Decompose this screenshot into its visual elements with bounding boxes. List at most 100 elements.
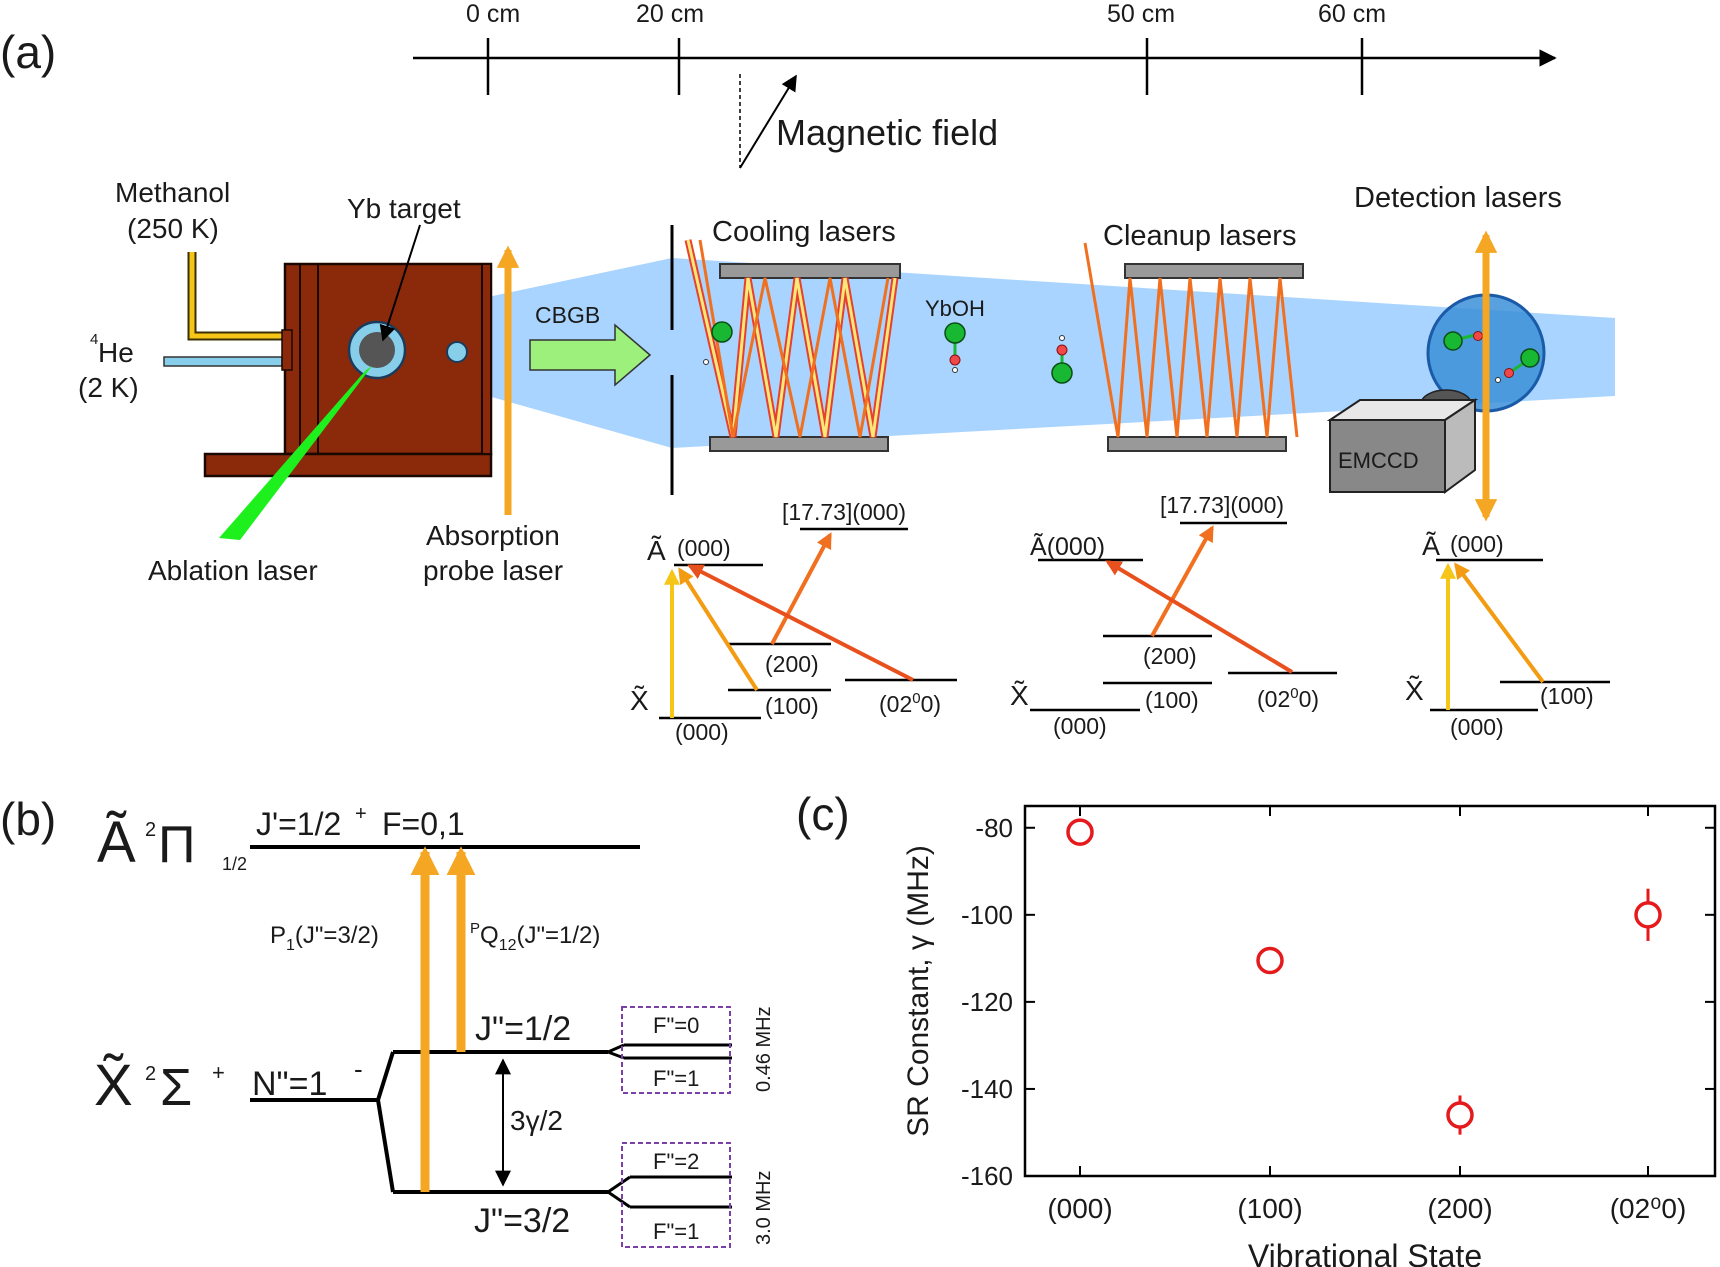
F1b-label: F"=1 (653, 1219, 699, 1244)
ablation-laser-label: Ablation laser (148, 555, 318, 586)
cooling-X200: (200) (765, 651, 819, 677)
cleanup-label: Cleanup lasers (1103, 220, 1296, 252)
J12-label: J"=1/2 (475, 1010, 571, 1048)
F1a-label: F"=1 (653, 1066, 699, 1091)
upper-level-plus: + (355, 803, 367, 825)
level-diagram-detection (1430, 558, 1610, 712)
cooling-X100: (100) (765, 693, 819, 719)
cbgb-label: CBGB (535, 302, 600, 328)
y-tick-label: -140 (961, 1074, 1013, 1104)
he-temp: (2 K) (78, 372, 139, 403)
tick-50cm: 50 cm (1107, 0, 1175, 28)
cooling-A-symbol: Ã (647, 535, 666, 566)
x-tick-label: (000) (1047, 1193, 1112, 1224)
A-state-pi: Π (158, 816, 196, 874)
magnetic-field-label: Magnetic field (776, 112, 998, 153)
yb-target-disk (359, 332, 395, 368)
J32-label: J"=3/2 (474, 1202, 570, 1240)
level-diagram-cleanup (1030, 521, 1337, 712)
X-state-plus: + (212, 1060, 225, 1085)
emccd-label: EMCCD (1338, 448, 1419, 473)
cooling-label: Cooling lasers (712, 216, 896, 248)
x-tick-label: (100) (1237, 1193, 1302, 1224)
x-tick-label: (200) (1427, 1193, 1492, 1224)
yb-target-label: Yb target (347, 193, 461, 224)
cleanup-upper: [17.73](000) (1160, 492, 1284, 518)
y-axis-label: SR Constant, γ (MHz) (902, 845, 935, 1137)
N-level-label: N"=1 (252, 1065, 327, 1103)
cleanup-A-label: Ã(000) (1030, 532, 1105, 561)
cleanup-X200: (200) (1143, 643, 1197, 669)
A-state-main: Ã (97, 810, 136, 875)
panel-label-a: (a) (0, 26, 56, 78)
y-tick-label: -80 (975, 813, 1013, 843)
upper-level-J: J'=1/2 (256, 806, 341, 842)
cleanup-X100: (100) (1145, 687, 1199, 713)
cooling-X-symbol: X̃ (630, 685, 649, 716)
ablation-beam (219, 366, 372, 540)
detection-label: Detection lasers (1354, 182, 1562, 214)
detect-A000: (000) (1450, 531, 1504, 557)
absorption-label-1: Absorption (426, 520, 560, 551)
ybOH-label: YbOH (925, 296, 985, 321)
F2-label: F"=2 (653, 1149, 699, 1174)
data-point (1066, 818, 1094, 846)
PQ12-label: PQ12(J"=1/2) (470, 920, 600, 954)
cooling-upper: [17.73](000) (782, 499, 906, 525)
N-level-sup: - (354, 1054, 363, 1084)
cleanup-region (1083, 242, 1304, 452)
methanol-temp: (250 K) (127, 213, 219, 244)
cooling-X020: (0200) (879, 690, 941, 717)
position-axis: 0 cm 20 cm 50 cm 60 cm (413, 0, 1557, 95)
detect-X000: (000) (1450, 714, 1504, 740)
absorption-label-2: probe laser (423, 555, 563, 586)
X-state-sigma: Σ (160, 1059, 192, 1117)
split-30: 3.0 MHz (753, 1171, 775, 1245)
data-point (1634, 901, 1662, 929)
cooling-region (684, 239, 901, 452)
tick-20cm: 20 cm (636, 0, 704, 28)
ybOH-molecule-2 (1051, 335, 1073, 384)
tick-0cm: 0 cm (466, 0, 520, 28)
A-state-sub: 1/2 (222, 854, 247, 874)
y-tick-label: -100 (961, 900, 1013, 930)
P1-label: P1(J"=3/2) (270, 922, 379, 954)
cooling-X000: (000) (675, 719, 729, 745)
cleanup-X000: (000) (1053, 713, 1107, 739)
sr-constant-chart: -80 -100 -120 -140 -160 (000) (100) (200) (02⁰0… (902, 804, 1717, 1267)
y-tick-label: -120 (961, 987, 1013, 1017)
gamma-label: 3γ/2 (510, 1105, 563, 1136)
x-axis-label: Vibrational State (1248, 1238, 1482, 1267)
methanol-label: Methanol (115, 177, 230, 208)
A-state-sup: 2 (145, 819, 156, 841)
level-diagram-cooling (659, 527, 957, 720)
magnetic-field-indicator: Magnetic field (739, 74, 998, 169)
split-046: 0.46 MHz (753, 1006, 775, 1092)
tick-60cm: 60 cm (1318, 0, 1386, 28)
detection-region (1326, 230, 1546, 522)
he-label: He (98, 337, 134, 368)
detect-X100: (100) (1540, 683, 1594, 709)
cbgb-arrow (529, 323, 652, 387)
he-superscript: 4 (90, 331, 98, 348)
X-state-sup: 2 (145, 1063, 156, 1085)
panel-label-b: (b) (0, 793, 56, 845)
X-state-main: X̃ (94, 1053, 133, 1118)
cleanup-X020: (0200) (1257, 685, 1319, 712)
y-tick-label: -160 (961, 1161, 1013, 1191)
data-point (1256, 946, 1284, 975)
ybOH-molecule (944, 322, 966, 373)
x-tick-label: (02⁰0) (1610, 1193, 1687, 1224)
data-point (1446, 1101, 1474, 1129)
buffer-gas-cell (163, 224, 493, 540)
plot-frame (1023, 804, 1717, 1178)
F0-label: F"=0 (653, 1013, 699, 1038)
panel-label-c: (c) (796, 788, 850, 840)
detect-X-symbol: X̃ (1405, 675, 1424, 706)
detect-A-symbol: Ã (1422, 530, 1440, 561)
cooling-A000: (000) (677, 535, 731, 561)
cleanup-X-symbol: X̃ (1010, 680, 1029, 711)
upper-level-F: F=0,1 (382, 806, 465, 842)
